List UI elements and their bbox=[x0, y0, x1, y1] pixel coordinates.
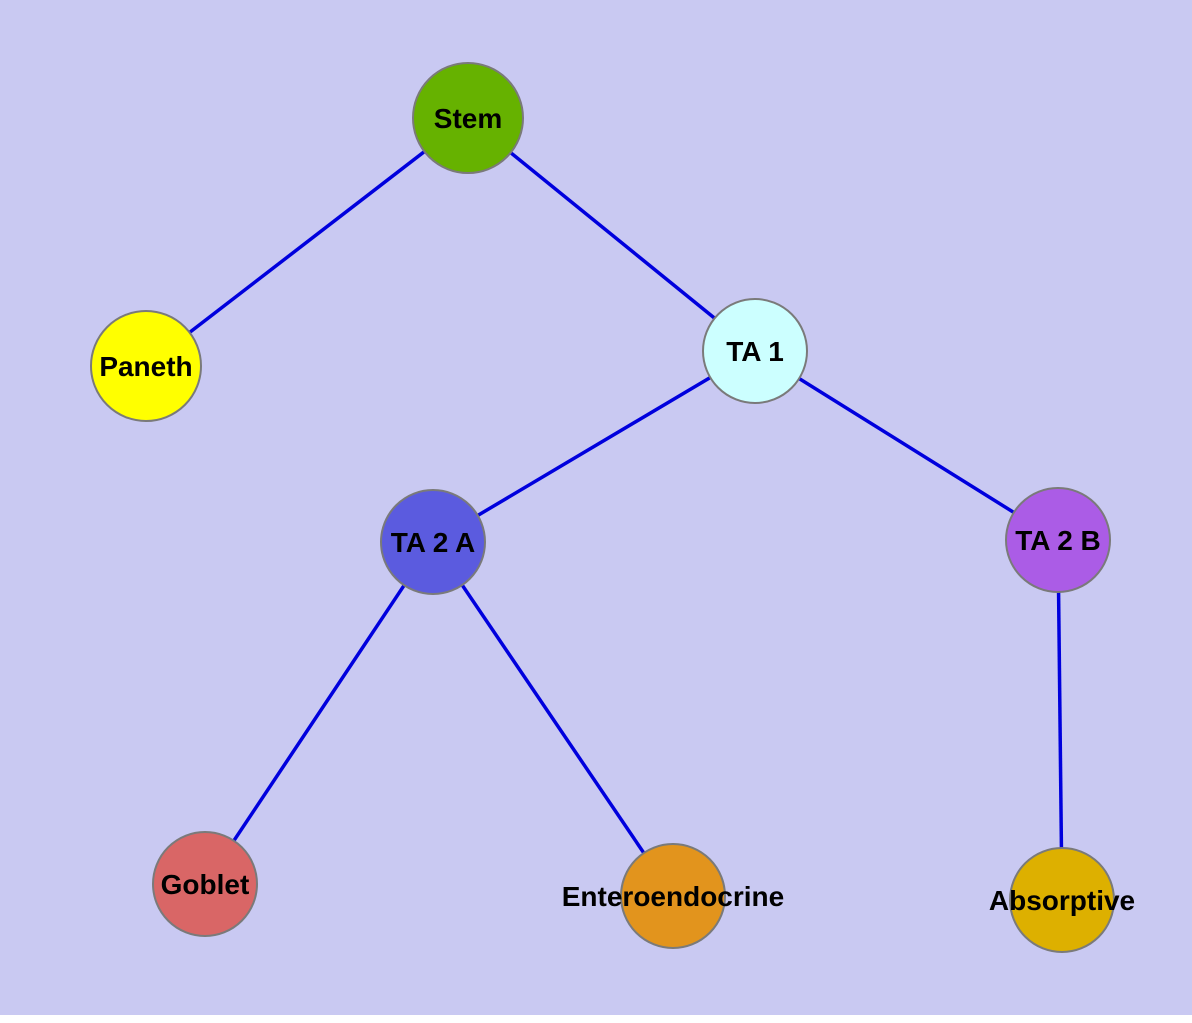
node-ta-2-b[interactable] bbox=[1005, 487, 1111, 593]
node-ta-2-a[interactable] bbox=[380, 489, 486, 595]
edge-stem-to-ta-1 bbox=[466, 116, 757, 353]
edge-ta-1-to-ta-2-b bbox=[754, 349, 1059, 542]
edge-ta-1-to-ta-2-a bbox=[432, 349, 756, 544]
node-stem[interactable] bbox=[412, 62, 524, 174]
node-goblet[interactable] bbox=[152, 831, 258, 937]
node-ta-1[interactable] bbox=[702, 298, 808, 404]
edge-stem-to-paneth bbox=[144, 116, 470, 368]
edge-ta-2-a-to-goblet bbox=[203, 541, 435, 885]
node-enteroendocrine[interactable] bbox=[620, 843, 726, 949]
node-absorptive[interactable] bbox=[1009, 847, 1115, 953]
edge-ta-2-a-to-enteroendocrine bbox=[431, 541, 675, 897]
edges-layer bbox=[144, 116, 1064, 901]
nodes-layer bbox=[90, 62, 1115, 953]
node-paneth[interactable] bbox=[90, 310, 202, 422]
edge-ta-2-b-to-absorptive bbox=[1056, 539, 1064, 901]
